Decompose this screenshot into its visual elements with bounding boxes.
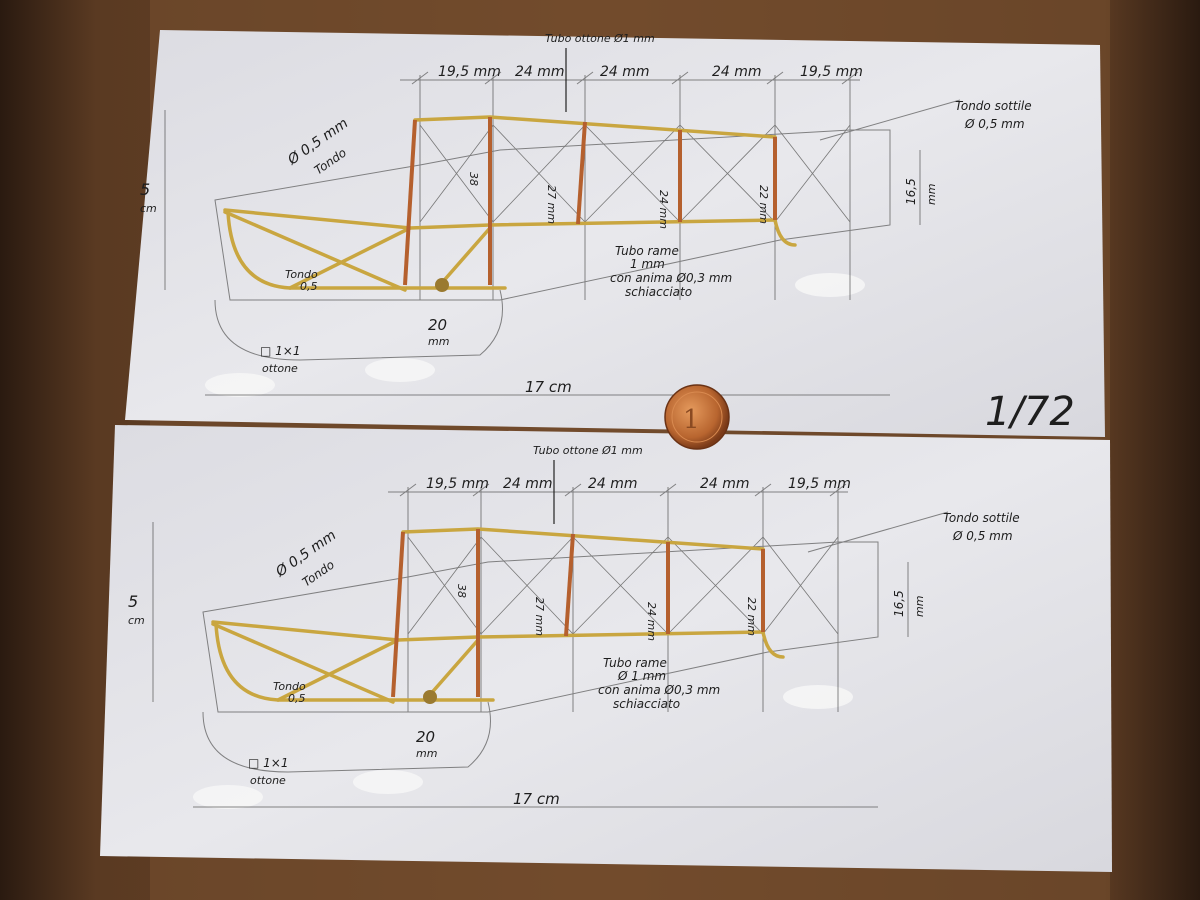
copper-tube-label: Tubo rame: [615, 244, 679, 258]
vertical-length-label: 27 mm: [533, 597, 546, 636]
wheel-axle: [423, 690, 437, 704]
cross-bracing: [407, 536, 839, 635]
tube-label: Tubo ottone Ø1 mm: [545, 32, 655, 45]
tube-label: Tubo ottone Ø1 mm: [533, 444, 643, 457]
length-label: 17 cm: [525, 378, 572, 396]
height-label: 5: [128, 592, 138, 611]
copper-verticals: [403, 117, 777, 286]
top-paper-sheet: [125, 30, 1105, 437]
tail-wire-label: Tondo sottile: [943, 511, 1020, 525]
copper-verticals: [391, 529, 765, 698]
vertical-length-label: 24 mm: [645, 602, 658, 641]
tail-height-label: 16,5: [892, 590, 906, 617]
brass-fuselage-frame: [211, 527, 785, 704]
scale-label: 1/72: [985, 389, 1075, 435]
copper-tube-label: con anima Ø0,3 mm: [598, 683, 720, 697]
lower-wire-label: 0,5: [288, 692, 306, 705]
bay-dimension-label: 19,5 mm: [800, 64, 863, 80]
vertical-length-label: 38: [455, 584, 468, 598]
copper-tube-label: Ø 1 mm: [617, 669, 666, 683]
bay-dimension-label: 24 mm: [600, 64, 650, 80]
tail-height-label: mm: [925, 184, 938, 205]
bay-dimension-label: 19,5 mm: [426, 476, 489, 492]
square-tube-label: □ 1×1: [248, 756, 288, 770]
tail-height-label: 16,5: [904, 178, 918, 205]
vertical-length-label: 24 mm: [657, 190, 670, 229]
height-label: cm: [128, 614, 145, 627]
white-paint-mark: [353, 770, 423, 794]
height-label: 5: [140, 180, 150, 199]
gear-dimension-label: mm: [416, 747, 437, 760]
bay-dimension-label: 24 mm: [712, 64, 762, 80]
copper-tube-label: 1 mm: [630, 257, 665, 271]
white-paint-mark: [795, 273, 865, 297]
lower-wire-label: Tondo: [273, 680, 306, 693]
white-paint-mark: [193, 785, 263, 809]
pencil-drawing: [152, 483, 949, 808]
euro-cent-coin: 1: [664, 384, 730, 450]
length-label: 17 cm: [513, 790, 560, 808]
copper-tube-label: schiacciato: [613, 697, 680, 711]
square-tube-label: ottone: [250, 774, 286, 787]
bay-dimension-label: 24 mm: [700, 476, 750, 492]
cross-bracing: [419, 124, 851, 223]
copper-tube-label: Tubo rame: [603, 656, 667, 670]
lower-wire-label: Tondo: [285, 268, 318, 281]
tail-wire-label: Ø 0,5 mm: [952, 529, 1013, 543]
square-tube-label: □ 1×1: [260, 344, 300, 358]
copper-tube-label: schiacciato: [625, 285, 692, 299]
gear-dimension-label: 20: [428, 316, 447, 334]
bay-dimension-label: 24 mm: [515, 64, 565, 80]
bay-dimension-label: 24 mm: [503, 476, 553, 492]
bay-dimension-label: 19,5 mm: [438, 64, 501, 80]
white-paint-mark: [205, 373, 275, 397]
gear-dimension-label: mm: [428, 335, 449, 348]
bay-dimension-label: 24 mm: [588, 476, 638, 492]
vertical-length-label: 38: [467, 172, 480, 186]
wheel-axle: [435, 278, 449, 292]
tail-wire-label: Tondo sottile: [955, 99, 1032, 113]
square-tube-label: ottone: [262, 362, 298, 375]
vertical-length-label: 22 mm: [745, 597, 758, 636]
bay-dimension-label: 19,5 mm: [788, 476, 851, 492]
white-paint-mark: [783, 685, 853, 709]
white-paint-mark: [365, 358, 435, 382]
gear-dimension-label: 20: [416, 728, 435, 746]
copper-tube-label: con anima Ø0,3 mm: [610, 271, 732, 285]
vertical-length-label: 27 mm: [545, 185, 558, 224]
tail-height-label: mm: [913, 596, 926, 617]
lower-wire-label: 0,5: [300, 280, 318, 293]
vertical-length-label: 22 mm: [757, 185, 770, 224]
svg-text:1: 1: [683, 405, 700, 435]
tail-wire-label: Ø 0,5 mm: [964, 117, 1025, 131]
height-label: cm: [140, 202, 157, 215]
bottom-paper-sheet: [100, 425, 1112, 872]
